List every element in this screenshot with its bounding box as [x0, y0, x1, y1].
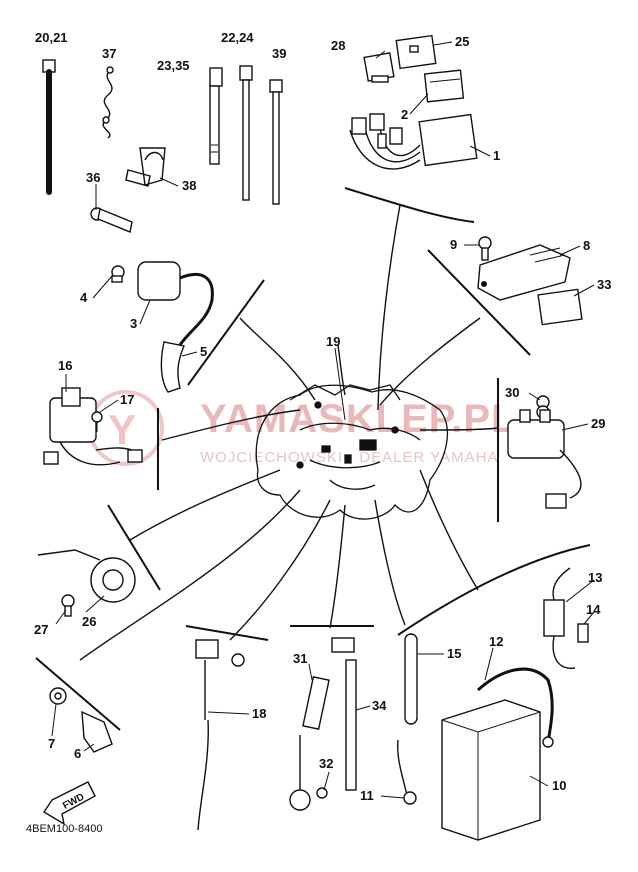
callout-32: 32	[319, 756, 333, 771]
callout-30: 30	[505, 385, 519, 400]
callout-12: 12	[489, 634, 503, 649]
group-leaders	[79, 204, 499, 661]
callout-11: 11	[360, 788, 374, 803]
fwd-arrow: FWD	[43, 781, 96, 826]
part-band-23-35	[209, 67, 223, 165]
callout-26: 26	[82, 614, 96, 629]
part-neutral-switch-18	[195, 639, 245, 831]
callout-18: 18	[252, 706, 266, 721]
callout-27: 27	[34, 622, 48, 637]
callout-1: 1	[493, 148, 500, 163]
part-spark-plug-cap-5	[160, 341, 185, 393]
frame-outline	[255, 384, 448, 520]
part-bolt-9	[478, 236, 492, 261]
callout-29: 29	[591, 416, 605, 431]
callout-37: 37	[102, 46, 116, 61]
part-cdi-unit-1	[349, 113, 478, 170]
callout-6: 6	[74, 746, 81, 761]
part-wire-clip-37	[102, 66, 114, 139]
part-starter-relay-29	[507, 409, 582, 509]
part-grommet-38	[125, 147, 166, 187]
callout-13: 13	[588, 570, 602, 585]
callout-leaders	[51, 41, 595, 799]
part-cable-tie-20-21	[42, 59, 56, 195]
callout-31: 31	[293, 651, 307, 666]
part-cable-tie-39	[269, 79, 283, 205]
callout-38: 38	[182, 178, 196, 193]
part-screw-17	[91, 411, 103, 432]
part-horn-26	[37, 549, 136, 603]
callout-16: 16	[58, 358, 72, 373]
callout-5: 5	[200, 344, 207, 359]
callout-39: 39	[272, 46, 286, 61]
watermark: Y YAMASKLEP.PL WOJCIECHOWSKI - DEALER YA…	[88, 390, 517, 466]
part-earth-lead-36	[90, 207, 133, 233]
callout-10: 10	[552, 778, 566, 793]
callout-8: 8	[583, 238, 590, 253]
part-bolt-4	[111, 265, 125, 283]
callout-33: 33	[597, 277, 611, 292]
callout-2: 2	[401, 107, 408, 122]
part-main-switch-16	[43, 387, 143, 466]
part-relay-25	[395, 34, 437, 70]
part-cable-tie-22-24	[239, 65, 253, 201]
part-fuse-14	[577, 623, 589, 643]
group-separators	[35, 187, 591, 731]
callout-20-21: 20,21	[35, 30, 68, 45]
part-battery-band-15	[404, 633, 418, 725]
part-battery-breather-11	[396, 739, 417, 805]
watermark-brand: YAMASKLEP.PL	[200, 397, 517, 441]
diagram-code: 4BEM100-8400	[26, 823, 102, 835]
callout-7: 7	[48, 736, 55, 751]
callout-19: 19	[326, 334, 340, 349]
part-switch-6	[81, 710, 113, 753]
callout-28: 28	[331, 38, 345, 53]
callout-15: 15	[447, 646, 461, 661]
callout-25: 25	[455, 34, 469, 49]
callout-3: 3	[130, 316, 137, 331]
part-battery-10	[441, 699, 541, 841]
watermark-logo-letter: Y	[108, 406, 136, 453]
part-battery-lead-12	[476, 667, 554, 748]
callout-17: 17	[120, 392, 134, 407]
callout-22-24: 22,24	[221, 30, 254, 45]
part-washer-7	[49, 687, 67, 705]
callout-14: 14	[586, 602, 601, 617]
part-screw-32	[316, 787, 328, 799]
part-band-34	[331, 637, 357, 791]
part-fuel-sender-31	[289, 676, 330, 811]
callout-34: 34	[372, 698, 387, 713]
part-relay-28	[363, 52, 395, 83]
part-relay-33	[537, 288, 583, 326]
callout-23-35: 23,35	[157, 58, 190, 73]
part-fuse-holder-13	[543, 567, 576, 669]
callout-9: 9	[450, 237, 457, 252]
part-rectifier-regulator-8	[477, 244, 571, 301]
callout-numbers: 20,21 37 23,35 22,24 39 28 25 2 1 36 38 …	[34, 30, 611, 803]
part-relay-cap-2	[423, 69, 465, 103]
part-ignition-coil-3	[137, 261, 214, 346]
callout-36: 36	[86, 170, 100, 185]
callout-4: 4	[80, 290, 88, 305]
